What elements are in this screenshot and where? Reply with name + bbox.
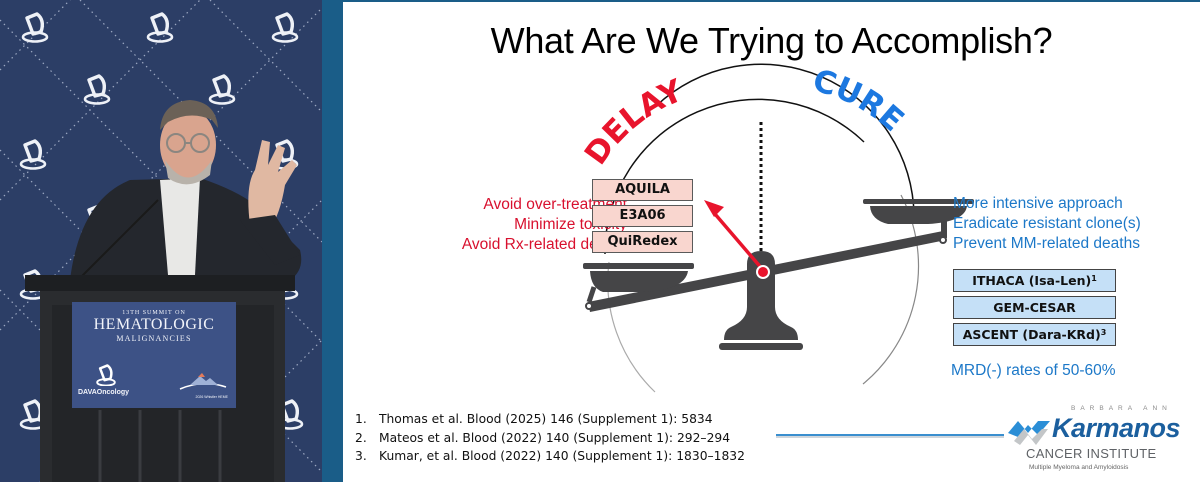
cure-trial-box: GEM-CESAR (KRd/ASCT)2: [953, 296, 1116, 336]
scale-stand: [724, 251, 798, 340]
logo-name: Karmanos: [1052, 413, 1181, 443]
left-pan-rim: [583, 263, 694, 269]
references-list: 1. Thomas et al. Blood (2025) 146 (Suppl…: [355, 410, 745, 466]
frame-separator: [322, 0, 343, 482]
summit-edition: 13TH SUMMIT ON: [122, 310, 186, 316]
logo-division: Multiple Myeloma and Amyloidosis: [1029, 464, 1129, 471]
tilt-arrow-shaft: [713, 212, 765, 272]
delay-trial-box: QuiRedex: [592, 231, 693, 253]
right-pan: [870, 206, 967, 224]
tilt-arrow-head: [704, 200, 724, 217]
presentation-slide: What Are We Trying to Accomplish? DELAY …: [343, 2, 1200, 482]
right-pan-rim: [863, 199, 974, 204]
scale-base: [719, 343, 803, 350]
cure-trial-box: ASCENT (Dara-KRd)3: [953, 323, 1116, 346]
slide-title: What Are We Trying to Accomplish?: [490, 20, 1053, 61]
logo-institute: CANCER INSTITUTE: [1026, 446, 1157, 461]
footer-divider: [776, 434, 1004, 436]
logo-top-line: BARBARA ANN: [1071, 405, 1172, 412]
cure-label: CURE: [809, 63, 911, 139]
left-pan: [590, 271, 688, 292]
karmanos-wave-icon: [1008, 421, 1050, 445]
reference-item: 3. Kumar, et al. Blood (2022) 140 (Suppl…: [355, 449, 745, 463]
speaker-figure: [25, 100, 302, 482]
speaker-video-feed: 13TH SUMMIT ON HEMATOLOGIC MALIGNANCIES …: [0, 0, 322, 482]
delay-goal: Avoid over-treatment: [483, 196, 627, 213]
delay-goal: Avoid Rx-related deaths: [461, 236, 627, 253]
dava-logo-icon: [96, 364, 116, 386]
mrd-note: MRD(-) rates of 50-60%: [951, 362, 1116, 379]
reference-item: 2. Mateos et al. Blood (2022) 140 (Suppl…: [355, 430, 731, 445]
dava-oncology-label: DAVAOncology: [78, 389, 130, 396]
summit-subtitle: MALIGNANCIES: [116, 334, 192, 343]
reference-item: 1. Thomas et al. Blood (2025) 146 (Suppl…: [355, 412, 713, 426]
cure-goal: More intensive approach: [953, 195, 1123, 212]
cure-goal: Eradicate resistant clone(s): [953, 215, 1141, 232]
cure-trial-box: ITHACA (Isa-Len)1: [953, 269, 1116, 292]
delay-label: DELAY: [578, 73, 689, 172]
whistler-badge-label: 2026 Whistler HEME: [195, 395, 228, 399]
delay-trial-box: AQUILA: [592, 179, 693, 201]
scale-arc-left: [604, 98, 865, 255]
scale-arc-top: [655, 63, 915, 217]
cure-goal: Prevent MM-related deaths: [953, 235, 1140, 252]
cure-goals-list: More intensive approach Eradicate resist…: [953, 194, 1141, 254]
mountain-logo-icon: [179, 373, 227, 390]
pivot-dot: [756, 265, 770, 279]
summit-title: HEMATOLOGIC: [93, 316, 215, 333]
balance-scale-diagram: DELAY CURE: [578, 63, 974, 393]
podium-sign: 13TH SUMMIT ON HEMATOLOGIC MALIGNANCIES …: [72, 302, 236, 408]
karmanos-logo: BARBARA ANN Karmanos CANCER INSTITUTE Mu…: [1006, 405, 1196, 479]
delay-trial-box: E3A06: [592, 205, 693, 227]
